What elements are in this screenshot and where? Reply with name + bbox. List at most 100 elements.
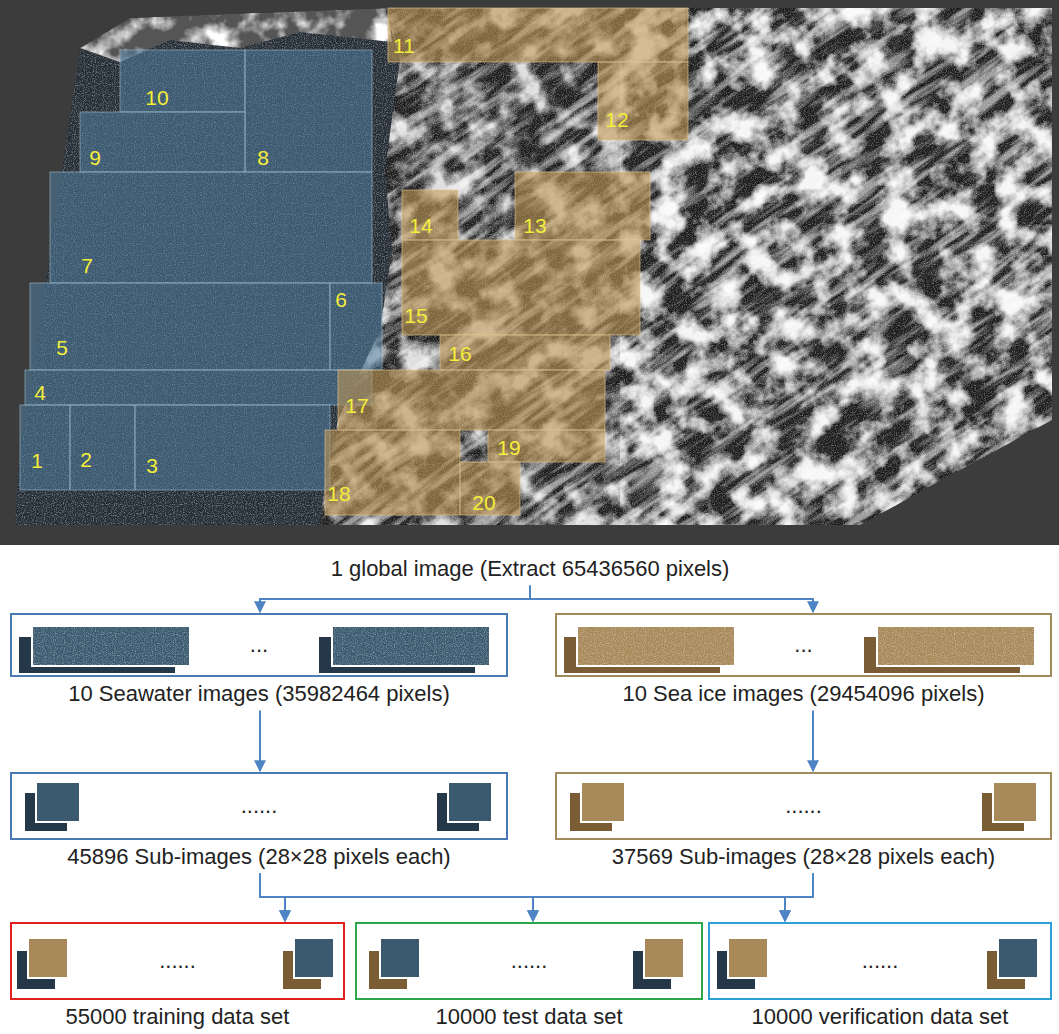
callout-number: 7 xyxy=(81,255,93,276)
region xyxy=(338,370,605,430)
ice-thumb xyxy=(28,938,68,978)
data-box: ...10 Sea ice images (29454096 pixels) xyxy=(555,613,1052,677)
callout-number: 13 xyxy=(523,215,546,236)
region xyxy=(440,335,610,370)
sea-ice-regions xyxy=(325,8,688,515)
callout-number: 5 xyxy=(56,337,68,358)
region xyxy=(25,370,372,405)
ellipsis: ...... xyxy=(241,793,278,819)
sea-thumb xyxy=(32,626,190,666)
region xyxy=(50,172,372,283)
flow-arrow xyxy=(785,873,813,921)
data-box: ......10000 test data set xyxy=(355,922,703,1000)
ellipsis: ...... xyxy=(159,948,196,974)
callout-number: 18 xyxy=(327,483,350,504)
ice-ground xyxy=(300,0,1059,545)
sea-thumb xyxy=(36,782,80,822)
callout-number: 15 xyxy=(404,305,427,326)
flow-arrow xyxy=(259,710,261,771)
ice-thumb xyxy=(877,626,1035,666)
region xyxy=(80,112,245,172)
flow-arrow xyxy=(530,585,813,612)
region xyxy=(330,283,382,370)
ellipsis: ...... xyxy=(862,948,899,974)
flow-arrow xyxy=(533,873,813,921)
ice-speckle xyxy=(300,0,1059,545)
ellipsis: ...... xyxy=(511,948,548,974)
region xyxy=(20,405,70,490)
ellipsis: ... xyxy=(794,632,812,658)
ice-thumb xyxy=(993,782,1037,822)
box-caption: 10000 test data set xyxy=(337,1004,721,1030)
callout-number: 12 xyxy=(605,109,628,130)
region xyxy=(402,240,640,335)
callout-number: 10 xyxy=(145,87,168,108)
callout-number: 20 xyxy=(472,492,495,513)
callout-number: 8 xyxy=(257,147,269,168)
region xyxy=(460,462,520,515)
ice-thumb xyxy=(728,938,768,978)
text-node: 1 global image (Extract 65436560 pixels) xyxy=(331,556,730,582)
ice-blotches xyxy=(300,0,1059,545)
sea-surface xyxy=(0,0,1059,545)
callout-number: 9 xyxy=(89,147,101,168)
region xyxy=(325,430,460,515)
box-caption: 10 Sea ice images (29454096 pixels) xyxy=(537,681,1059,707)
box-caption: 45896 Sub-images (28×28 pixels each) xyxy=(0,844,526,870)
thumb-texture xyxy=(577,626,735,666)
data-box: ......37569 Sub-images (28×28 pixels eac… xyxy=(555,772,1052,840)
callout-number: 11 xyxy=(393,35,415,56)
callout-number: 4 xyxy=(34,382,46,403)
sea-thumb xyxy=(998,938,1038,978)
sea-thumb xyxy=(332,626,490,666)
region xyxy=(30,283,330,370)
callout-number: 17 xyxy=(345,395,368,416)
callout-number: 14 xyxy=(409,215,432,236)
region xyxy=(70,405,135,490)
data-box: ......45896 Sub-images (28×28 pixels eac… xyxy=(10,772,508,840)
node-title: 1 global image (Extract 65436560 pixels) xyxy=(331,556,730,582)
callout-number: 16 xyxy=(448,343,471,364)
region xyxy=(402,190,458,240)
ellipsis: ... xyxy=(250,632,268,658)
seawater-regions xyxy=(20,50,382,490)
image-ground xyxy=(0,0,1059,545)
flow-arrow xyxy=(285,873,813,921)
callout-number: 3 xyxy=(146,455,158,476)
thumbnails xyxy=(16,626,1038,990)
callout-number: 1 xyxy=(31,450,43,471)
region xyxy=(488,430,605,462)
thumb-texture xyxy=(877,626,1035,666)
callout-number: 2 xyxy=(80,449,92,470)
flow-arrow xyxy=(260,585,530,612)
data-box: ......55000 training data set xyxy=(10,922,345,1000)
region xyxy=(388,8,688,62)
box-caption: 37569 Sub-images (28×28 pixels each) xyxy=(537,844,1059,870)
data-box: ......10000 verification data set xyxy=(708,922,1052,1000)
ice-thumb xyxy=(577,626,735,666)
ice-thumb xyxy=(581,782,625,822)
sea-speckle xyxy=(0,0,1059,545)
box-caption: 10000 verification data set xyxy=(690,1004,1059,1030)
flow-arrow xyxy=(812,710,814,771)
ice-thumb xyxy=(644,938,684,978)
data-box: ...10 Seawater images (35982464 pixels) xyxy=(10,613,508,677)
ellipsis: ...... xyxy=(785,793,822,819)
thumb-texture xyxy=(32,626,190,666)
region xyxy=(515,172,650,240)
region xyxy=(135,405,330,490)
region xyxy=(245,50,372,172)
sea-thumb xyxy=(380,938,420,978)
callout-number: 19 xyxy=(497,437,520,458)
region xyxy=(598,62,688,140)
thumb-texture xyxy=(332,626,490,666)
box-caption: 55000 training data set xyxy=(0,1004,363,1030)
box-caption: 10 Seawater images (35982464 pixels) xyxy=(0,681,526,707)
region xyxy=(120,50,245,112)
callout-number: 6 xyxy=(335,289,347,310)
